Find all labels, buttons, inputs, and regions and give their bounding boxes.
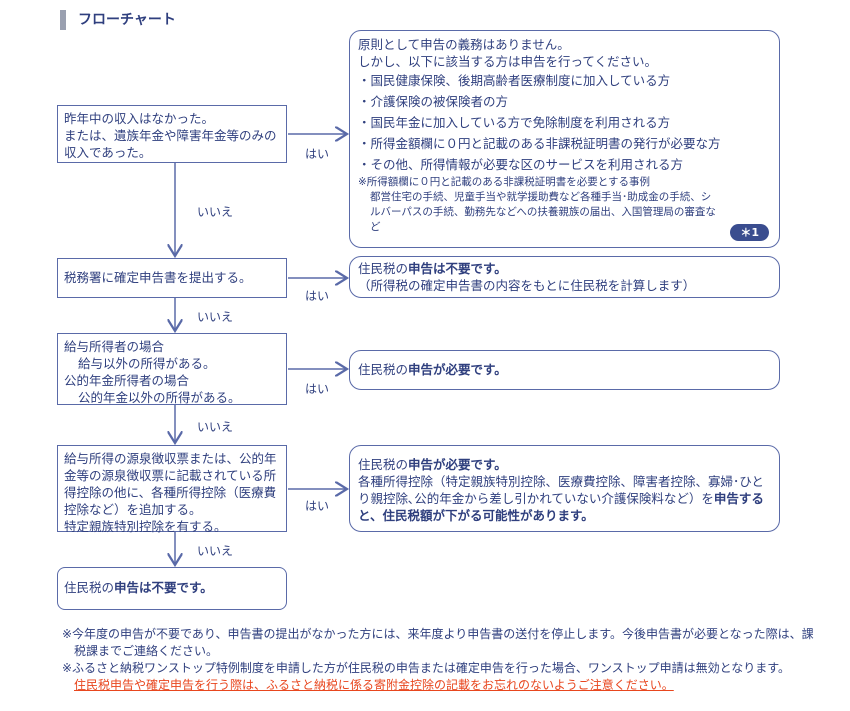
r4-text: 住民税の [358, 457, 409, 472]
r4-emph2: 申告すると、住民税額が下がる可能性があります。 [358, 491, 764, 523]
footnote-badge: ＊1 [730, 224, 769, 241]
no-label: いいえ [197, 420, 234, 434]
r3-emph: 申告が必要です。 [408, 362, 507, 377]
result-4: 住民税の申告が必要です。 各種所得控除（特定親族特別控除、医療費控除、障害者控除… [349, 445, 780, 532]
yes-label: はい [305, 499, 330, 513]
r1-note-body: 都営住宅の手続、児童手当や就学援助費など各種手当･助成金の手続、シルバーパスの手… [370, 191, 716, 233]
result-2: 住民税の申告は不要です。 （所得税の確定申告書の内容をもとに住民税を計算します） [349, 256, 780, 298]
no-label: いいえ [197, 310, 234, 324]
result-3: 住民税の申告が必要です。 [349, 350, 780, 390]
note-2: ※ふるさと納税ワンストップ特例制度を申請した方が住民税の申告または確定申告を行っ… [62, 661, 791, 675]
question-3: 給与所得者の場合 給与以外の所得がある。 公的年金所得者の場合 公的年金以外の所… [57, 333, 287, 405]
r1-note-head: ※所得額欄に０円と記載のある非課税証明書を必要とする事例 [358, 176, 650, 188]
r4-emph: 申告が必要です。 [408, 457, 507, 472]
q3-line: 公的年金以外の所得がある。 [78, 390, 241, 405]
r3-text: 住民税の [358, 362, 409, 377]
yes-label: はい [305, 382, 330, 396]
r2-sub: （所得税の確定申告書の内容をもとに住民税を計算します） [358, 278, 696, 293]
note-1: ※今年度の申告が不要であり、申告書の提出がなかった方には、来年度より申告書の送付… [62, 627, 814, 658]
r1-bullet: ・その他、所得情報が必要な区のサービスを利用される方 [358, 157, 684, 172]
question-4: 給与所得の源泉徴収票または、公的年金等の源泉徴収票に記載されている所得控除の他に… [57, 445, 287, 534]
q3-line: 給与以外の所得がある。 [78, 356, 216, 371]
q2-line: 税務署に確定申告書を提出する。 [64, 270, 252, 285]
r4-body: 各種所得控除（特定親族特別控除、医療費控除、障害者控除、寡婦･ひとり親控除､公的… [358, 474, 764, 506]
question-2: 税務署に確定申告書を提出する。 [57, 258, 287, 298]
r1-line: 原則として申告の義務はありません。 [358, 37, 570, 52]
r2-text: 住民税の [358, 261, 409, 276]
notes: ※今年度の申告が不要であり、申告書の提出がなかった方には、来年度より申告書の送付… [62, 626, 822, 694]
q1-line: 昨年中の収入はなかった。 [64, 111, 215, 126]
r1-bullet: ・国民健康保険、後期高齢者医療制度に加入している方 [358, 73, 671, 88]
q3-line: 給与所得者の場合 [64, 339, 165, 354]
no-label: いいえ [197, 205, 234, 219]
note-3-warning: 住民税申告や確定申告を行う際は、ふるさと納税に係る寄附金控除の記載をお忘れのない… [74, 678, 674, 692]
r2-emph: 申告は不要です。 [408, 261, 507, 276]
question-1: 昨年中の収入はなかった。 または、遺族年金や障害年金等のみの収入であった。 [57, 105, 287, 163]
result-not-required: 住民税の申告は不要です。 [57, 567, 287, 610]
result-1: 原則として申告の義務はありません。 しかし、以下に該当する方は申告を行ってくださ… [349, 30, 780, 248]
q1-line: または、遺族年金や障害年金等のみの収入であった。 [64, 128, 277, 160]
no-label: いいえ [197, 544, 234, 558]
yes-label: はい [305, 289, 330, 303]
r1-bullet: ・国民年金に加入している方で免除制度を利用される方 [358, 115, 671, 130]
r5-text: 住民税の [64, 580, 115, 595]
yes-label: はい [305, 147, 330, 161]
r5-emph: 申告は不要です。 [114, 580, 213, 595]
r1-bullet: ・所得金額欄に０円と記載のある非課税証明書の発行が必要な方 [358, 136, 721, 151]
r1-bullet: ・介護保険の被保険者の方 [358, 94, 509, 109]
q3-line: 公的年金所得者の場合 [64, 373, 190, 388]
q4-line: 給与所得の源泉徴収票または、公的年金等の源泉徴収票に記載されている所得控除の他に… [64, 451, 277, 517]
page-title: フローチャート [60, 10, 176, 30]
q4-line: 特定親族特別控除を有する。 [64, 519, 227, 534]
r1-line: しかし、以下に該当する方は申告を行ってください。 [358, 54, 658, 69]
